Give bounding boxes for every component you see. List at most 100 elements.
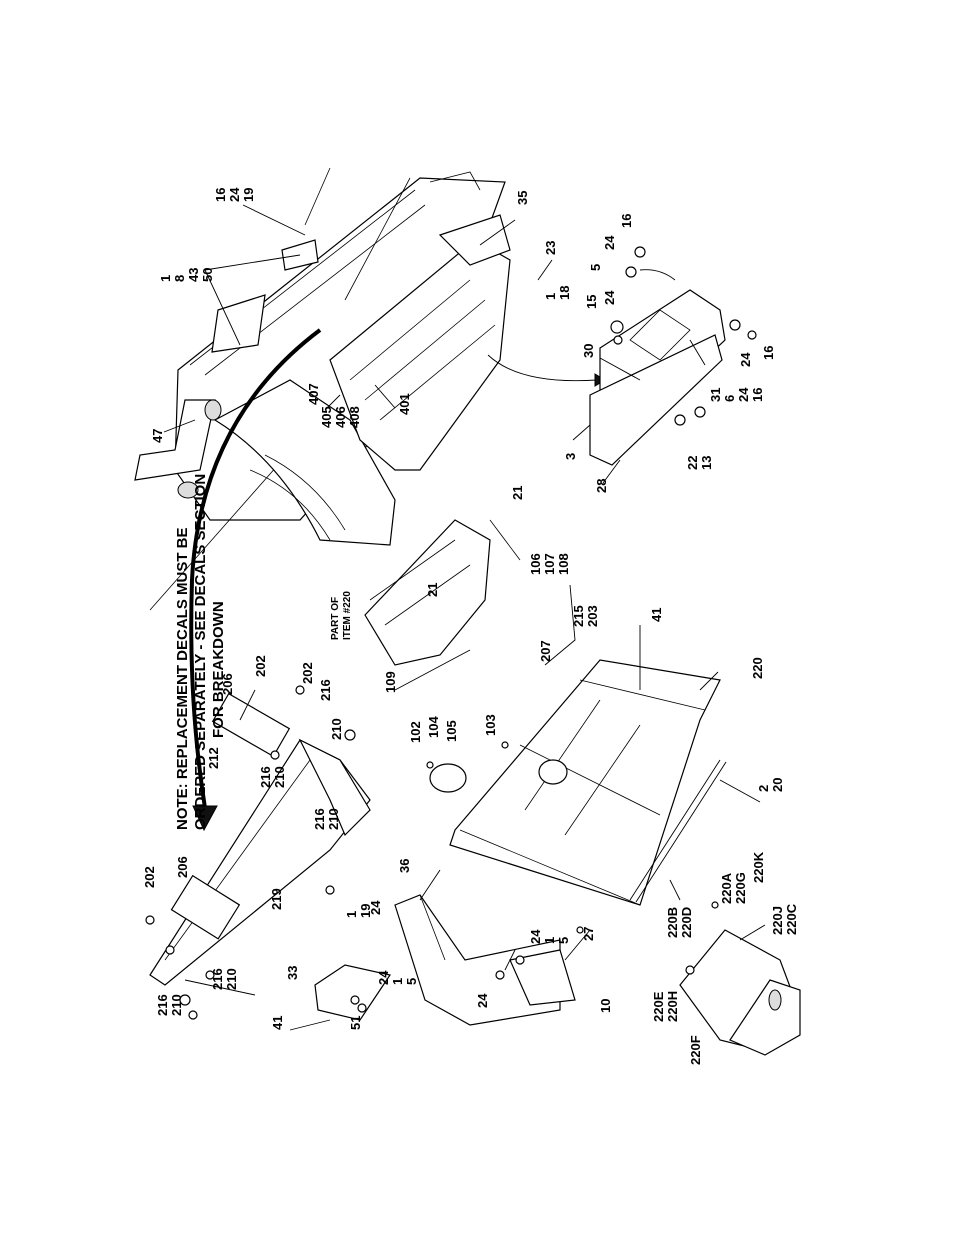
callout-c210-a: 210: [329, 718, 344, 740]
callout-number: 216: [258, 766, 273, 788]
callout-number: 8: [172, 275, 187, 282]
callout-number: 220B: [665, 907, 680, 938]
handle-220C: [679, 929, 801, 1056]
callout-number: 220H: [665, 991, 680, 1022]
callout-number: 21: [425, 583, 440, 597]
plate-206: [211, 692, 291, 758]
callout-c220F: 220F: [688, 1035, 703, 1065]
callout-c35: 35: [515, 191, 530, 205]
callout-number: 202: [300, 662, 315, 684]
callout-number: 210: [169, 994, 184, 1016]
callout-number: 219: [269, 888, 284, 910]
box-220: [449, 659, 727, 906]
callout-c206-a: 206: [220, 673, 235, 695]
callout-c15: 15: [584, 295, 599, 309]
callout-number: 24: [528, 929, 543, 944]
callout-c202-top: 202: [142, 866, 157, 888]
callout-c219: 219: [269, 888, 284, 910]
frame-109: [364, 519, 576, 666]
callout-number: 220E: [651, 991, 666, 1022]
callout-number: 47: [150, 429, 165, 443]
callout-number: 5: [556, 937, 571, 944]
callout-c10: 10: [598, 999, 613, 1013]
callout-number: 23: [543, 241, 558, 255]
bracket-arrow: [487, 354, 598, 382]
callout-c407: 407: [306, 383, 321, 405]
callout-c21-b: 21: [425, 583, 440, 597]
callout-number: 212: [206, 747, 221, 769]
callout-number: 35: [515, 191, 530, 205]
callout-number: 216: [312, 808, 327, 830]
callout-c202-a: 202: [253, 655, 268, 677]
callout-number: 41: [649, 608, 664, 622]
leader-lines: [163, 204, 766, 1031]
callout-number: 105: [444, 720, 459, 742]
callout-number: 31: [708, 388, 723, 402]
callout-number: 215: [571, 605, 586, 627]
callout-number: 220A: [719, 872, 734, 904]
callout-number: 210: [272, 766, 287, 788]
callout-number: 43: [186, 268, 201, 282]
svg-text:PART OF: PART OF: [330, 597, 341, 640]
callout-number: 20: [770, 778, 785, 792]
callout-number: 210: [326, 808, 341, 830]
callout-c24-b: 24: [475, 993, 490, 1008]
callout-number: 16: [761, 346, 776, 360]
callout-number: 24: [368, 900, 383, 915]
callout-number: 210: [224, 968, 239, 990]
callout-c33: 33: [285, 966, 300, 980]
part-of-text: PART OF ITEM #220: [330, 591, 353, 640]
callout-c24-16-r: 24: [738, 352, 753, 367]
callout-c27: 27: [581, 927, 596, 941]
callout-number: 220C: [784, 903, 799, 935]
callout-number: 220G: [733, 872, 748, 904]
callout-number: 408: [347, 406, 362, 428]
callout-number: 24: [602, 290, 617, 305]
assembly-arrow-head: [192, 805, 218, 832]
callout-number: 16: [619, 214, 634, 228]
callout-number: 108: [556, 553, 571, 575]
callout-number: 207: [538, 640, 553, 662]
callout-c41-r: 41: [649, 608, 664, 622]
callout-number: 6: [722, 395, 737, 402]
callout-number: 220D: [679, 907, 694, 938]
callout-number: 28: [594, 479, 609, 493]
svg-text:ORDERED SEPARATELY - SEE DECAL: ORDERED SEPARATELY - SEE DECALS SECTION: [192, 474, 209, 830]
callout-number: 27: [581, 927, 596, 941]
callout-c47: 47: [150, 429, 165, 443]
callout-number: 102: [408, 721, 423, 743]
callout-number: 16: [750, 388, 765, 402]
callout-c30: 30: [581, 344, 596, 358]
svg-text:ITEM #220: ITEM #220: [342, 591, 353, 640]
callout-number: 405: [319, 406, 334, 428]
callout-number: 103: [483, 714, 498, 736]
callout-number: 41: [270, 1016, 285, 1030]
callout-number: 30: [581, 344, 596, 358]
callout-c23: 23: [543, 241, 558, 255]
callout-number: 22: [685, 456, 700, 470]
callout-c104: 104: [426, 716, 441, 738]
callout-number: 5: [404, 978, 419, 985]
callout-number: 107: [542, 553, 557, 575]
callout-c220: 220: [750, 657, 765, 679]
callout-number: 202: [142, 866, 157, 888]
callout-number: 220K: [751, 851, 766, 883]
mower-frame-assembly: [134, 167, 511, 611]
assembly-arrow: [189, 328, 322, 809]
callout-number: 220F: [688, 1035, 703, 1065]
callout-number: 401: [397, 393, 412, 415]
callout-number: 216: [155, 994, 170, 1016]
callout-number: 16: [213, 188, 228, 202]
callout-number: 109: [383, 671, 398, 693]
